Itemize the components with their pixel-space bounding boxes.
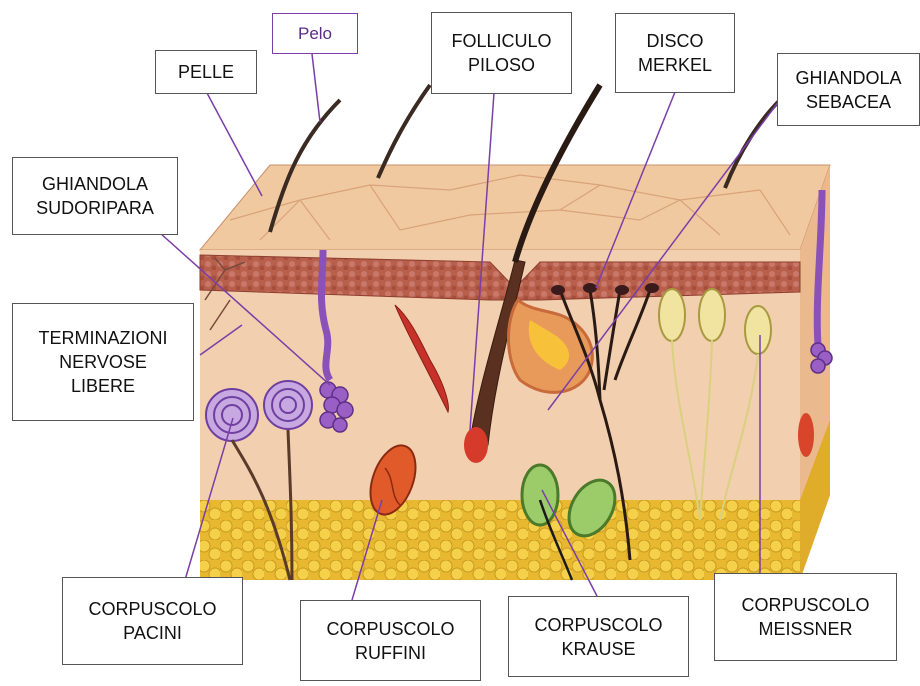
skin-surface — [200, 165, 830, 250]
hair-2 — [378, 85, 430, 178]
label-ghiandola-sebacea: GHIANDOLA SEBACEA — [777, 53, 920, 126]
label-corpuscolo-krause: CORPUSCOLO KRAUSE — [508, 596, 689, 677]
label-follicolo-piloso: FOLLICULO PILOSO — [431, 12, 572, 94]
label-corpuscolo-pacini: CORPUSCOLO PACINI — [62, 577, 243, 665]
label-disco-merkel: DISCO MERKEL — [615, 13, 735, 93]
label-corpuscolo-ruffini: CORPUSCOLO RUFFINI — [300, 600, 481, 681]
label-pelle: PELLE — [155, 50, 257, 94]
label-ghiandola-sudoripara: GHIANDOLA SUDORIPARA — [12, 157, 178, 235]
label-terminazioni-nervose-libere: TERMINAZIONI NERVOSE LIBERE — [12, 303, 194, 421]
label-pelo: Pelo — [272, 13, 358, 54]
label-corpuscolo-meissner: CORPUSCOLO MEISSNER — [714, 573, 897, 661]
